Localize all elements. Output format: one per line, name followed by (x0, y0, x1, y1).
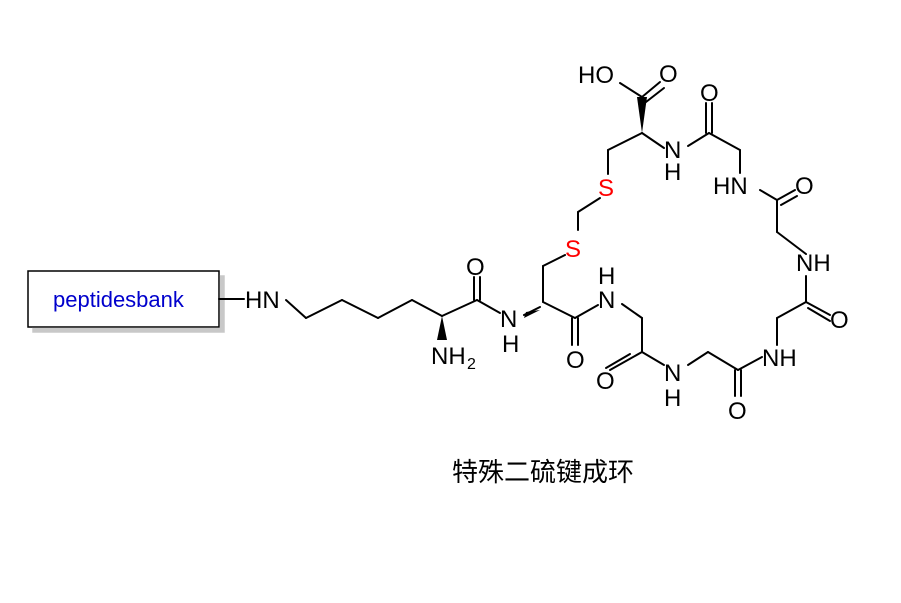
bond (641, 81, 661, 98)
atom-s2: S (598, 175, 614, 202)
bond (708, 132, 741, 151)
bond-acid-oh (619, 82, 643, 98)
wedge-bond (524, 310, 540, 318)
label-box-text: peptidesbank (53, 287, 185, 312)
atom-n-gly2: N (664, 360, 681, 387)
bond (377, 299, 413, 319)
bond (285, 299, 307, 319)
bond (609, 351, 643, 371)
atom-o-gly4: O (795, 173, 814, 200)
atom-o-gly2: O (728, 398, 747, 425)
bond (641, 351, 665, 366)
bond (641, 132, 665, 149)
bond (805, 301, 831, 316)
bond (687, 132, 710, 147)
atom-o-lys: O (466, 254, 485, 281)
bond (687, 351, 709, 366)
bonds (218, 81, 831, 397)
atom-nh2-subscript: 2 (467, 356, 476, 373)
bond (476, 299, 501, 314)
atom-nh2: NH (431, 343, 466, 370)
atom-o-gly3: O (830, 307, 849, 334)
atom-n-cys2: N (664, 137, 681, 164)
bond (411, 299, 443, 317)
peptidesbank-label-box: peptidesbank (27, 270, 220, 328)
atom-o-acid: O (659, 61, 678, 88)
atom-s1: S (565, 236, 581, 263)
bond (759, 189, 778, 201)
atom-h-cys2: H (664, 159, 681, 186)
label-box-frame (27, 270, 220, 328)
atom-o-gly1: O (596, 368, 615, 395)
atom-n-gly1: N (598, 287, 615, 314)
bond (305, 299, 343, 319)
bond (776, 231, 807, 255)
atom-hn-gly5: HN (713, 173, 748, 200)
atom-hn-lys-side: HN (245, 287, 280, 314)
atom-nh-gly4: NH (796, 250, 831, 277)
double-bond-line (807, 307, 831, 322)
atom-h-gly1: H (598, 263, 615, 290)
bond (776, 189, 796, 201)
atom-o-cys1: O (566, 347, 585, 374)
bond (441, 299, 478, 317)
atom-nh-gly3: NH (762, 345, 797, 372)
atom-h-amide1: H (502, 331, 519, 358)
double-bond-line (780, 195, 798, 206)
wedge-bond (637, 97, 647, 133)
bond (574, 304, 599, 319)
bond (737, 356, 763, 371)
diagram-caption: 特殊二硫键成环 (452, 458, 634, 488)
bond (707, 351, 739, 371)
atom-n-amide1: N (500, 306, 517, 333)
bond (577, 197, 601, 213)
atom-labels: HN NH 2 O N H S S O H N O N H O NH O NH … (245, 61, 849, 425)
bond (776, 301, 807, 319)
bond-ch2-s (542, 254, 566, 267)
bond (621, 303, 643, 319)
double-bond-line (645, 87, 665, 103)
bond (341, 299, 379, 319)
bond (607, 132, 643, 151)
double-bond-line (605, 353, 631, 369)
atom-h-gly2: H (664, 385, 681, 412)
bond (542, 301, 576, 319)
atom-o-gly5: O (700, 80, 719, 107)
atom-ho-acid: HO (578, 62, 614, 89)
wedge-bond (437, 316, 447, 340)
